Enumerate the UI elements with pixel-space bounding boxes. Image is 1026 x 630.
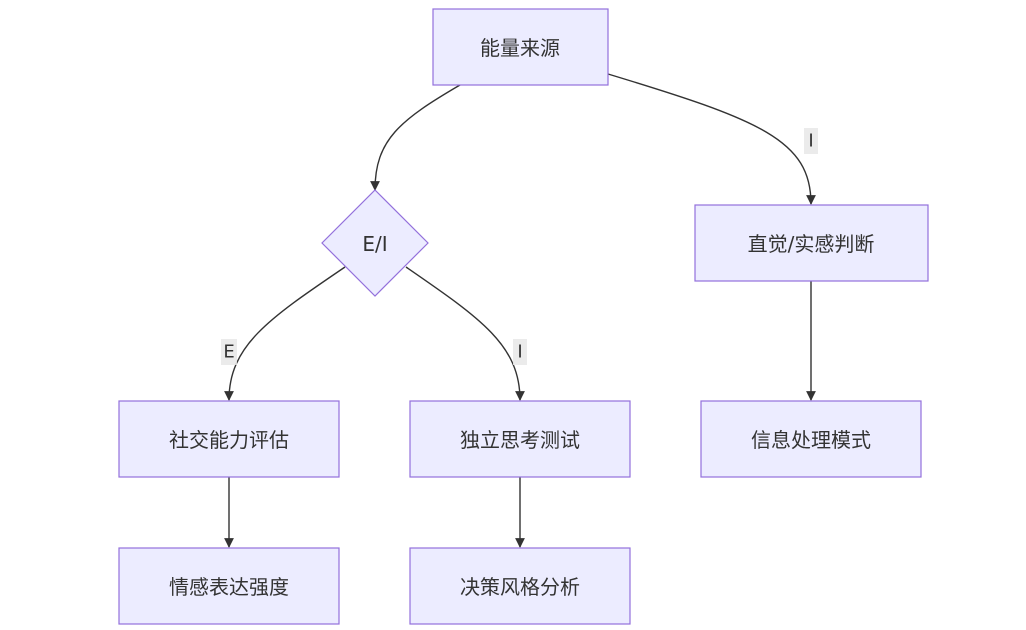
node-label: 独立思考测试 bbox=[460, 428, 580, 452]
edge-label-energy-intuition: I bbox=[804, 128, 818, 154]
node-label: E/I bbox=[362, 232, 387, 256]
edge-label-ei-social: E bbox=[221, 339, 237, 365]
edge-energy-to-intuition bbox=[607, 73, 816, 205]
node-label: 能量来源 bbox=[480, 36, 560, 60]
nodes: 能量来源 E/I 直觉/实感判断 社交能力评估 独立思考测试 信息处理模式 情感… bbox=[118, 8, 929, 625]
node-label: 信息处理模式 bbox=[751, 428, 871, 452]
edge-labels: I E I bbox=[221, 128, 818, 365]
edge-ei-to-independent bbox=[405, 266, 525, 401]
node-decision-style[interactable]: 决策风格分析 bbox=[409, 547, 631, 625]
node-energy-source[interactable]: 能量来源 bbox=[432, 8, 609, 86]
node-ei-decision[interactable]: E/I bbox=[321, 189, 429, 297]
edge-ei-to-social bbox=[224, 266, 346, 401]
node-label: 直觉/实感判断 bbox=[748, 232, 875, 256]
edge-label-text: E bbox=[223, 342, 234, 363]
edge-label-text: I bbox=[517, 342, 522, 363]
node-independent-thinking[interactable]: 独立思考测试 bbox=[409, 400, 631, 478]
node-label: 决策风格分析 bbox=[460, 575, 580, 599]
node-social-ability[interactable]: 社交能力评估 bbox=[118, 400, 340, 478]
edge-energy-to-ei bbox=[370, 84, 461, 191]
edge-label-text: I bbox=[808, 131, 813, 152]
node-intuition-judgment[interactable]: 直觉/实感判断 bbox=[694, 204, 929, 282]
edges bbox=[224, 73, 816, 548]
node-label: 情感表达强度 bbox=[169, 575, 289, 599]
node-label: 社交能力评估 bbox=[169, 428, 289, 452]
edge-label-ei-independent: I bbox=[513, 339, 527, 365]
node-info-processing[interactable]: 信息处理模式 bbox=[700, 400, 922, 478]
node-emotion-expression[interactable]: 情感表达强度 bbox=[118, 547, 340, 625]
